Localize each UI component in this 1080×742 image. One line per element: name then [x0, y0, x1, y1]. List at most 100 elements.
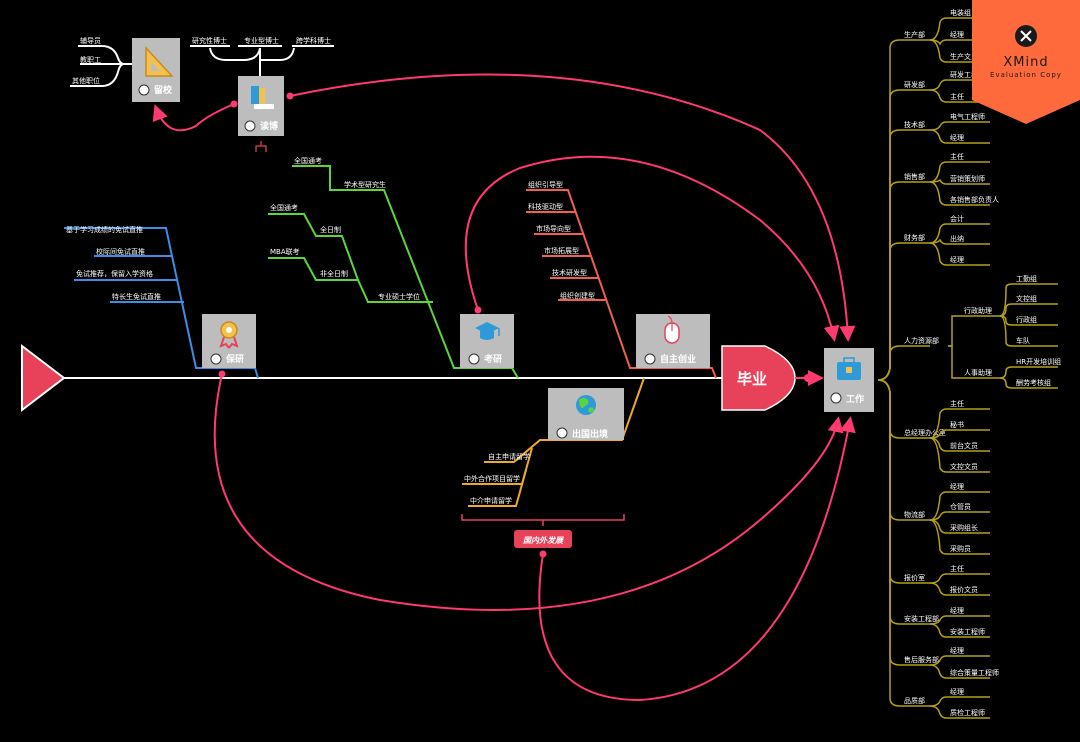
- work-item[interactable]: 秘书: [950, 420, 964, 429]
- kaoyan-quanrizhi-child[interactable]: 全国通考: [270, 203, 298, 212]
- work-item[interactable]: 文控文员: [950, 462, 978, 471]
- work-item[interactable]: 经理: [950, 133, 964, 142]
- card-liuxiao[interactable]: 留校: [132, 38, 180, 102]
- work-item[interactable]: 经理: [950, 255, 964, 264]
- work-item-connector: [929, 242, 990, 266]
- baoyan-item[interactable]: 校际间免试直推: [96, 247, 145, 256]
- work-dept[interactable]: 物流部: [904, 510, 925, 519]
- startup-item[interactable]: 组织引导型: [528, 180, 563, 189]
- work-item-connector: [929, 17, 990, 41]
- work-item[interactable]: 经理: [950, 606, 964, 615]
- work-item[interactable]: 经理: [950, 30, 964, 39]
- work-item[interactable]: 车队: [1016, 336, 1030, 345]
- work-item[interactable]: 出纳: [950, 234, 964, 243]
- kaoyan-feiquanrizhi-child[interactable]: MBA联考: [270, 247, 300, 256]
- branch-dubo: 研究性博士 专业型博士 跨学科博士: [190, 36, 334, 152]
- work-item-connector: [929, 582, 990, 596]
- dubo-item[interactable]: 跨学科博士: [296, 36, 331, 45]
- work-group[interactable]: 行政助理: [964, 306, 992, 315]
- work-item[interactable]: 采购员: [950, 544, 971, 553]
- startup-item[interactable]: 市场拓展型: [544, 246, 579, 255]
- work-item[interactable]: 经理: [950, 646, 964, 655]
- work-item[interactable]: 生产文员: [950, 52, 978, 61]
- work-group[interactable]: 人事助理: [964, 368, 992, 377]
- work-dept[interactable]: 技术部: [904, 120, 925, 129]
- work-dept[interactable]: 研发部: [904, 80, 925, 89]
- dubo-item[interactable]: 研究性博士: [192, 36, 227, 45]
- collapse-bracket[interactable]: [255, 141, 267, 152]
- work-item[interactable]: 行政组: [1016, 315, 1037, 324]
- abroad-item[interactable]: 中外合作项目留学: [464, 474, 520, 483]
- work-dept[interactable]: 销售部: [904, 172, 925, 181]
- work-dept[interactable]: 总经理办公室: [904, 428, 946, 437]
- kaoyan-zhuanye[interactable]: 专业硕士学位: [378, 292, 420, 301]
- abroad-item[interactable]: 自主申请留学: [488, 452, 530, 461]
- watermark-sub: Evaluation Copy: [990, 71, 1062, 79]
- card-work[interactable]: 工作: [824, 348, 874, 412]
- baoyan-item[interactable]: 基于学习成绩的免试直推: [66, 225, 143, 234]
- work-dept[interactable]: 安装工程部: [904, 614, 939, 623]
- liuxiao-item[interactable]: 教职工: [80, 55, 101, 64]
- work-item[interactable]: 营销策划师: [950, 174, 985, 183]
- work-item-connector: [999, 315, 1058, 347]
- work-item[interactable]: 前台文员: [950, 441, 978, 450]
- card-dubo[interactable]: 读博: [238, 76, 284, 136]
- work-item[interactable]: 安装工程师: [950, 627, 985, 636]
- center-topic[interactable]: 毕业: [721, 345, 796, 411]
- startup-item[interactable]: 技术研发型: [552, 268, 587, 277]
- work-item[interactable]: 质检工程师: [950, 708, 985, 717]
- work-item-connector: [929, 223, 990, 244]
- work-item[interactable]: 工勤组: [1016, 274, 1037, 283]
- work-item[interactable]: 经理: [950, 482, 964, 491]
- work-dept[interactable]: 售后服务部: [904, 655, 939, 664]
- liuxiao-item[interactable]: 辅导员: [80, 36, 101, 45]
- dubo-item[interactable]: 专业型博士: [244, 36, 279, 45]
- card-kaoyan[interactable]: 考研: [460, 314, 514, 368]
- card-abroad[interactable]: 出国出境: [548, 388, 624, 440]
- kaoyan-xueshu[interactable]: 学术型研究生: [344, 180, 386, 189]
- work-item[interactable]: 综合策量工程师: [950, 668, 999, 677]
- work-dept[interactable]: 品质部: [904, 696, 925, 705]
- work-item[interactable]: HR开发培训组: [1016, 357, 1061, 366]
- work-item[interactable]: 仓管员: [950, 502, 971, 511]
- work-item[interactable]: 会计: [950, 214, 964, 223]
- work-item[interactable]: 各销售部负责人: [950, 195, 999, 204]
- abroad-item[interactable]: 中介申请留学: [470, 496, 512, 505]
- work-dept[interactable]: 财务部: [904, 233, 925, 242]
- card-startup[interactable]: 自主创业: [636, 314, 710, 368]
- work-dept[interactable]: 报价室: [904, 573, 925, 582]
- medal-icon: [219, 321, 239, 349]
- work-item[interactable]: 研发工程师: [950, 70, 985, 79]
- work-item[interactable]: 报价文员: [950, 585, 978, 594]
- abroad-summary[interactable]: 国内外发展: [514, 530, 572, 548]
- card-startup-label: 自主创业: [660, 353, 696, 365]
- work-item-connector: [929, 178, 990, 185]
- work-dept-connector: [877, 345, 930, 381]
- work-item[interactable]: 电气工程师: [950, 112, 985, 121]
- startup-item[interactable]: 科技驱动型: [528, 202, 563, 211]
- work-item[interactable]: 主任: [950, 152, 964, 161]
- work-item[interactable]: 文控组: [1016, 294, 1037, 303]
- work-item[interactable]: 主任: [950, 92, 964, 101]
- baoyan-item[interactable]: 免试推荐，保留入学资格: [76, 269, 153, 278]
- startup-item[interactable]: 市场导向型: [536, 224, 571, 233]
- kaoyan-quanrizhi[interactable]: 全日制: [320, 225, 341, 234]
- work-item[interactable]: 酬劳考核组: [1016, 378, 1051, 387]
- work-item-connector: [929, 129, 990, 144]
- work-item[interactable]: 经理: [950, 687, 964, 696]
- work-item[interactable]: 电装组: [950, 8, 971, 17]
- kaoyan-xueshu-child[interactable]: 全国通考: [294, 156, 322, 165]
- work-item-connector: [929, 655, 990, 666]
- startup-item[interactable]: 组织创建型: [560, 291, 595, 300]
- work-item[interactable]: 主任: [950, 564, 964, 573]
- work-item[interactable]: 主任: [950, 399, 964, 408]
- work-item[interactable]: 采购组长: [950, 523, 978, 532]
- work-dept[interactable]: 生产部: [904, 30, 925, 39]
- kaoyan-feiquanrizhi[interactable]: 非全日制: [320, 269, 348, 278]
- liuxiao-item[interactable]: 其他职位: [72, 76, 100, 85]
- work-dept[interactable]: 人力资源部: [904, 336, 939, 345]
- card-baoyan[interactable]: 保研: [202, 314, 256, 368]
- topic-marker-icon: [244, 120, 256, 132]
- baoyan-item[interactable]: 特长生免试直推: [112, 292, 161, 301]
